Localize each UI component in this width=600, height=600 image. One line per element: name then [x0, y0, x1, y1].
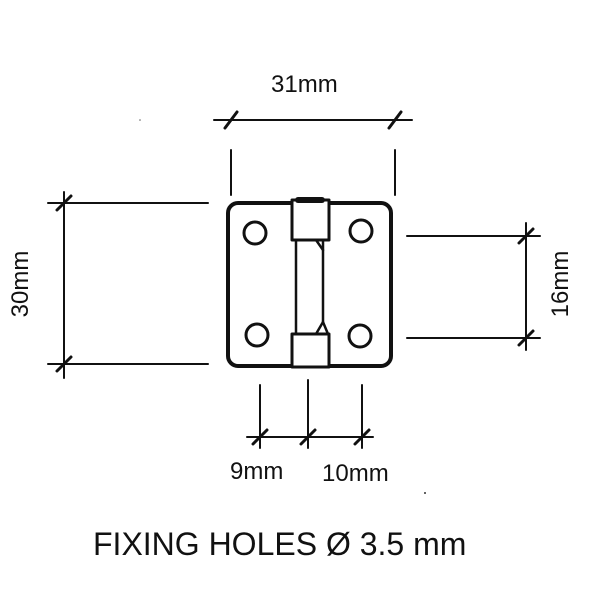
- height-tick-bottom: [55, 355, 73, 373]
- height-label: 30mm: [7, 250, 34, 318]
- fixing-holes-note: FIXING HOLES Ø 3.5 mm: [93, 526, 467, 562]
- hole-spacing-tick-top: [517, 227, 535, 245]
- hole-spacing-vertical-dimension: [406, 222, 541, 351]
- hinge-barrel-right-edge: [314, 238, 325, 336]
- horizontal-spacing-dimension: [246, 379, 374, 449]
- hinge-knuckle-bottom: [290, 332, 331, 369]
- spacing-right-label: 10mm: [322, 460, 389, 487]
- height-tick-top: [55, 194, 73, 212]
- width-tick-right: [387, 110, 403, 130]
- height-dimension: [47, 191, 209, 379]
- hole-spacing-tick-bottom: [517, 329, 535, 347]
- hole-spacing-vertical-label: 16mm: [547, 250, 574, 318]
- fixing-hole-top-left: [242, 220, 268, 246]
- hinge-knuckle-top: [290, 198, 331, 242]
- speck: [424, 492, 426, 494]
- hinge-body: [226, 197, 393, 369]
- spacing-tick-center: [299, 428, 317, 446]
- speck: [139, 119, 141, 121]
- fixing-hole-top-right: [348, 218, 374, 244]
- fixing-hole-bottom-right: [347, 323, 373, 349]
- spacing-tick-right: [353, 428, 371, 446]
- spacing-left-label: 9mm: [230, 458, 284, 485]
- width-label: 31mm: [271, 71, 338, 98]
- width-dimension: [213, 110, 413, 196]
- fixing-holes: [242, 218, 374, 349]
- hinge-barrel-notch-bottom: [321, 320, 330, 336]
- width-tick-left: [223, 110, 239, 130]
- spacing-tick-left: [251, 428, 269, 446]
- fixing-hole-bottom-left: [244, 322, 270, 348]
